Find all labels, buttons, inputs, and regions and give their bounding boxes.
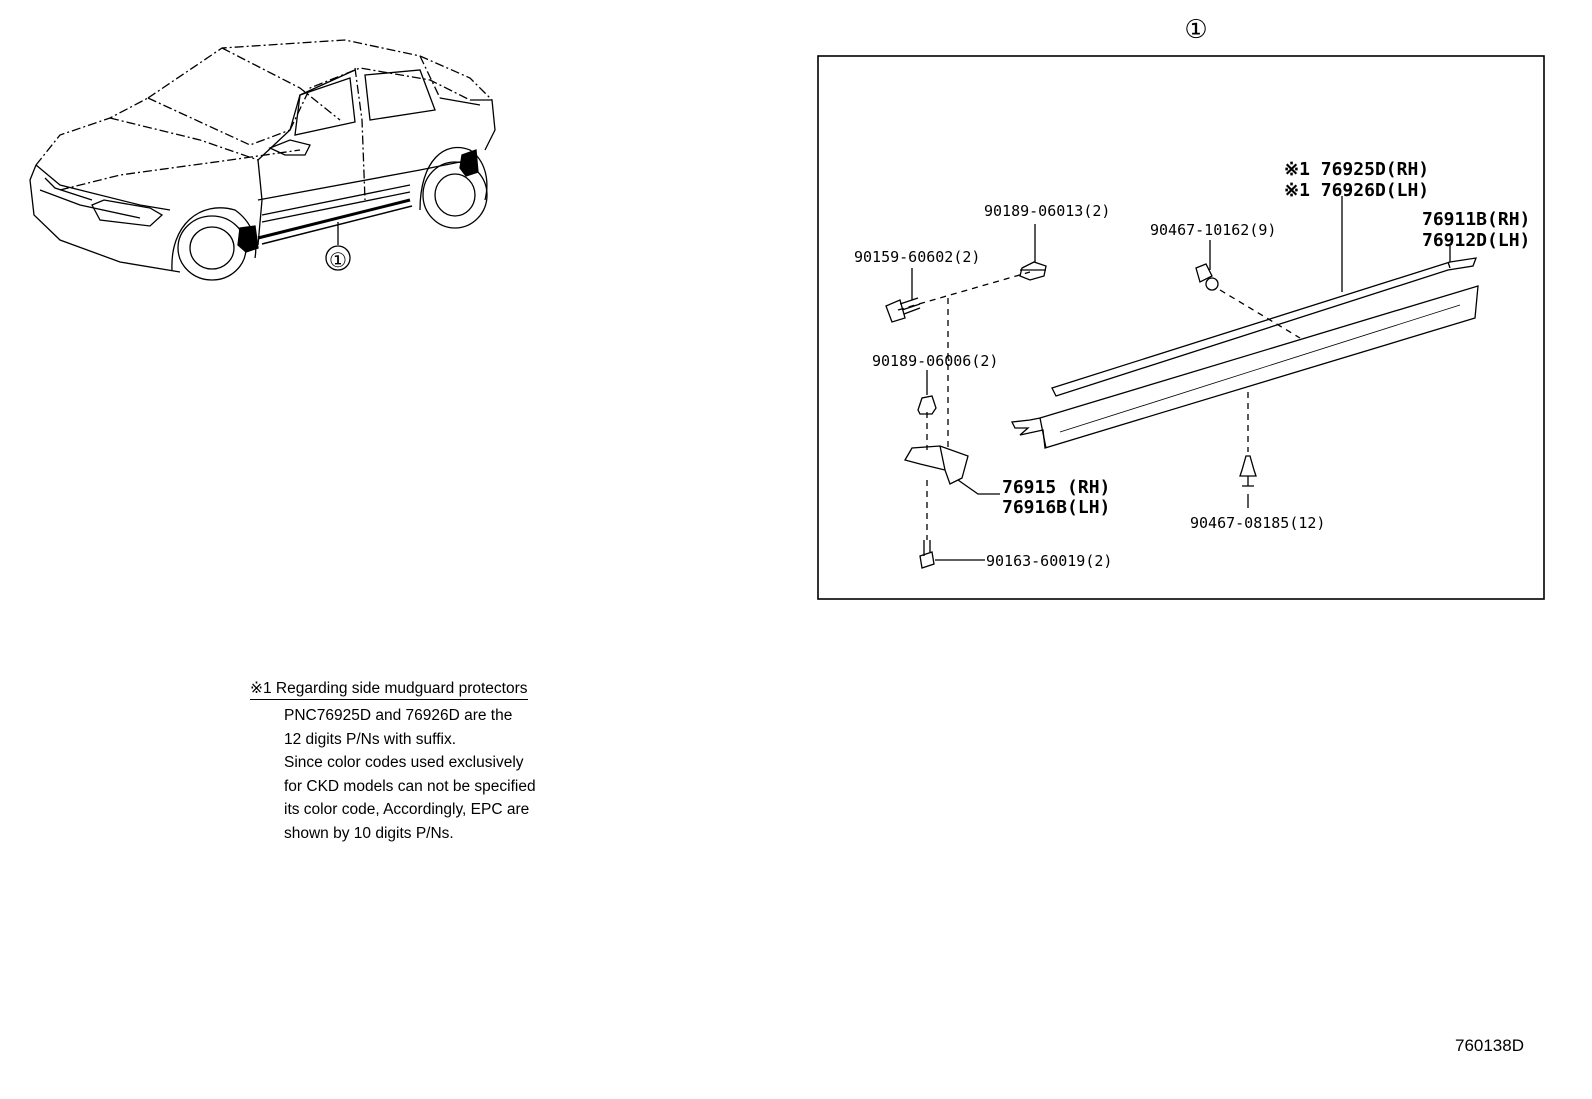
label-moulding-rh: ※1 76925D(RH) bbox=[1284, 159, 1429, 180]
note-line: Since color codes used exclusively bbox=[284, 754, 524, 771]
car-callout-marker: ① bbox=[329, 248, 347, 272]
label-moulding-lh: ※1 76926D(LH) bbox=[1284, 180, 1429, 201]
label-protector-lh: 76912D(LH) bbox=[1422, 230, 1530, 251]
label-clip-b: 90467-10162(9) bbox=[1150, 221, 1276, 239]
car-illustration bbox=[29, 39, 496, 281]
note-body: PNC76925D and 76926D are the 12 digits P… bbox=[284, 704, 536, 845]
label-mudguard-lh: 76916B(LH) bbox=[1002, 497, 1110, 518]
label-protector-rh: 76911B(RH) bbox=[1422, 209, 1530, 230]
label-clip-a: 90189-06013(2) bbox=[984, 202, 1110, 220]
note-line: shown by 10 digits P/Ns. bbox=[284, 824, 454, 842]
label-mudguard-rh: 76915 (RH) bbox=[1002, 477, 1110, 498]
illustration-code: 760138D bbox=[1454, 1036, 1524, 1055]
note-line: its color code, Accordingly, EPC are bbox=[284, 801, 530, 818]
detail-box-frame bbox=[817, 55, 1545, 600]
detail-illustration bbox=[885, 196, 1479, 569]
label-clip-c: 90189-06006(2) bbox=[872, 352, 998, 370]
note-title: ※1 Regarding side mudguard protectors bbox=[250, 679, 528, 700]
note-line: 12 digits P/Ns with suffix. bbox=[284, 730, 457, 748]
label-clip-d: 90467-08185(12) bbox=[1190, 514, 1325, 532]
label-screw-a: 90159-60602(2) bbox=[854, 248, 980, 266]
detail-box-marker: ① bbox=[1184, 15, 1207, 45]
note-line: for CKD models can not be specified bbox=[284, 777, 536, 795]
label-screw-b: 90163-60019(2) bbox=[986, 552, 1112, 570]
note-line: PNC76925D and 76926D are the bbox=[284, 707, 513, 724]
